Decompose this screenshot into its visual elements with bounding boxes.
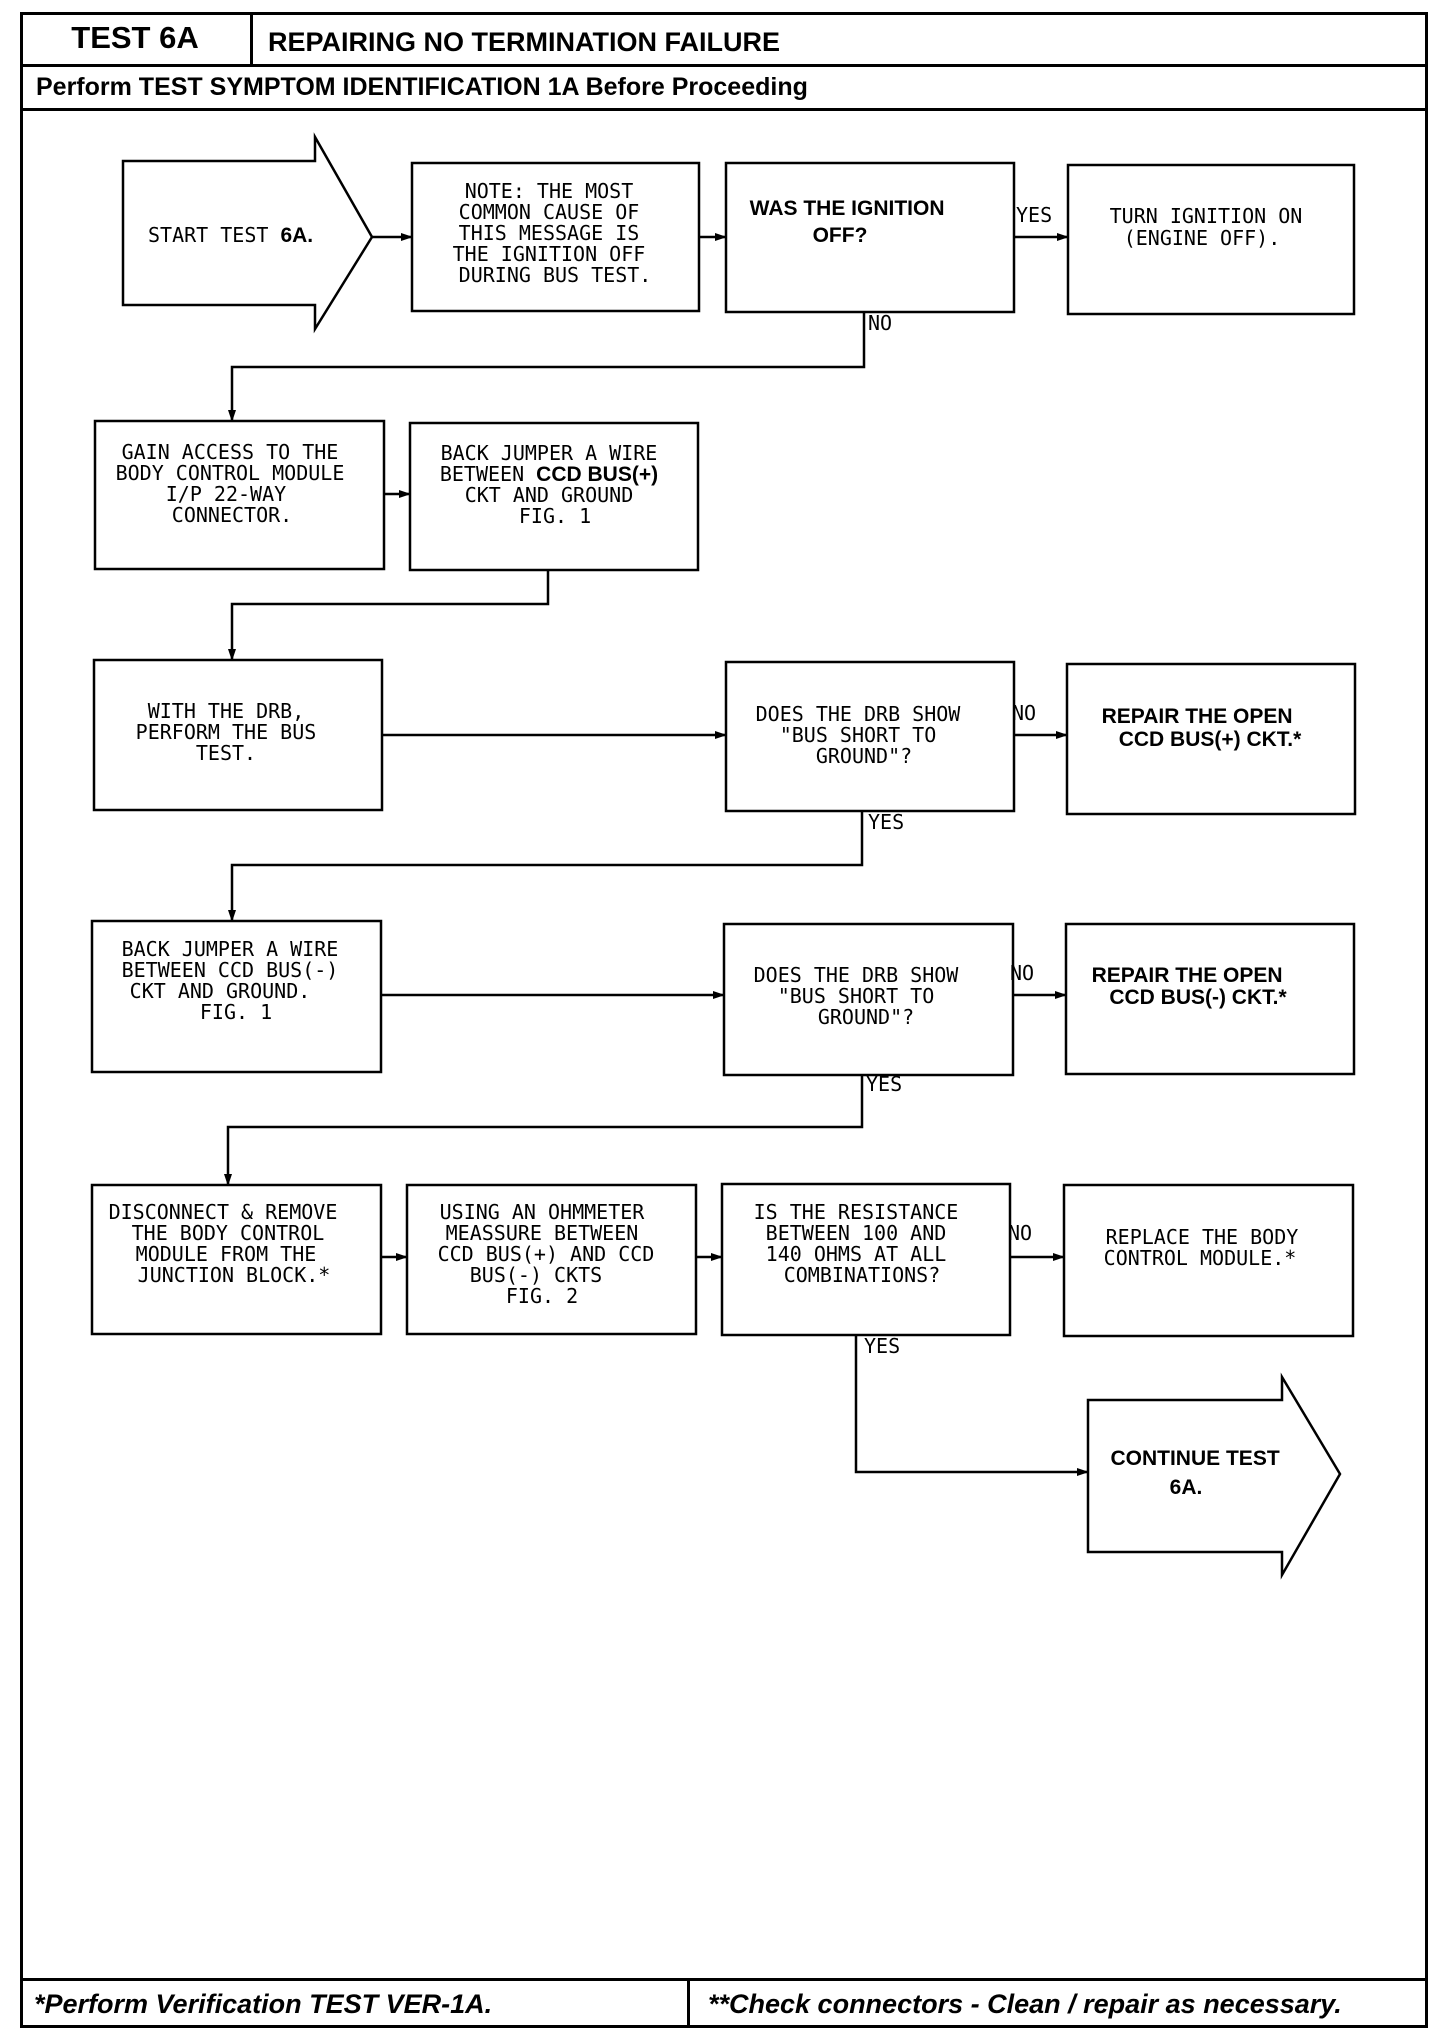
no-label: NO [1010, 961, 1034, 985]
footer-connector-note: **Check connectors - Clean / repair as n… [690, 1978, 1428, 2028]
yes-label: YES [866, 1072, 902, 1096]
yes-label: YES [1016, 203, 1052, 227]
bus-short-question-1: DOES THE DRB SHOW "BUS SHORT TO GROUND"? [724, 660, 1016, 813]
svg-text:WITH THE DRB, PERFORM TH: WITH THE DRB, PERFORM THE BUS TEST. [136, 699, 329, 765]
svg-text:CONTINUE TEST 6A.: CONTINUE TEST 6A. [1110, 1447, 1285, 1499]
svg-text:BACK JUMPER A WIRE BETWE: BACK JUMPER A WIRE BETWEEN CCD BUS(-) CK… [122, 937, 351, 1024]
page-frame [20, 12, 1428, 2028]
bus-short-question-2: DOES THE DRB SHOW "BUS SHORT TO GROUND"? [722, 922, 1015, 1077]
no-label: NO [1008, 1221, 1032, 1245]
no-label: NO [1012, 701, 1036, 725]
note-box: NOTE: THE MOST COMMON CAUSE OF THIS MESS… [410, 161, 701, 313]
start-test-arrow: START TEST 6A. [121, 132, 374, 334]
svg-text:DOES THE DRB SHOW "BUS S: DOES THE DRB SHOW "BUS SHORT TO GROUND"? [756, 702, 973, 768]
svg-text:USING AN OHMMETER MEASSU: USING AN OHMMETER MEASSURE BETWEEN CCD B… [438, 1200, 667, 1308]
turn-ignition-on-box: TURN IGNITION ON (ENGINE OFF). [1066, 163, 1356, 316]
repair-open-minus-box: REPAIR THE OPEN CCD BUS(-) CKT.* [1064, 922, 1356, 1076]
resistance-question: IS THE RESISTANCE BETWEEN 100 AND 140 OH… [720, 1182, 1012, 1337]
svg-text:WAS THE IGNITION OFF?: WAS THE IGNITION OFF? [750, 197, 951, 247]
yes-label: YES [864, 1334, 900, 1358]
disconnect-bcm-box: DISCONNECT & REMOVE THE BODY CONTROL MOD… [90, 1183, 383, 1336]
svg-text:NOTE: THE MOST COMMON CA: NOTE: THE MOST COMMON CAUSE OF THIS MESS… [453, 179, 658, 287]
back-jumper-plus-box: BACK JUMPER A WIRE BETWEEN CCD BUS(+) CK… [408, 421, 700, 572]
svg-text:BACK JUMPER A WIRE BETWE: BACK JUMPER A WIRE BETWEEN CCD BUS(+) CK… [440, 441, 670, 528]
svg-text:REPLACE THE BODY CONTROL: REPLACE THE BODY CONTROL MODULE.* [1104, 1225, 1311, 1270]
yes-label: YES [868, 810, 904, 834]
repair-open-plus-box: REPAIR THE OPEN CCD BUS(+) CKT.* [1065, 662, 1357, 816]
start-text: START TEST 6A. [148, 223, 313, 247]
back-jumper-minus-box: BACK JUMPER A WIRE BETWEEN CCD BUS(-) CK… [90, 919, 383, 1074]
ohmmeter-measure-box: USING AN OHMMETER MEASSURE BETWEEN CCD B… [405, 1183, 698, 1336]
svg-text:REPAIR THE OPEN CCD BUS(: REPAIR THE OPEN CCD BUS(-) CKT.* [1092, 964, 1289, 1009]
ignition-off-question: WAS THE IGNITION OFF? [724, 161, 1016, 314]
gain-access-box: GAIN ACCESS TO THE BODY CONTROL MODULE I… [93, 419, 386, 571]
svg-text:REPAIR THE OPEN CCD BUS(: REPAIR THE OPEN CCD BUS(+) CKT.* [1102, 705, 1303, 751]
svg-text:DOES THE DRB SHOW "BUS S: DOES THE DRB SHOW "BUS SHORT TO GROUND"? [754, 963, 971, 1029]
connectors [224, 233, 1089, 1476]
svg-text:TURN IGNITION ON (ENGINE: TURN IGNITION ON (ENGINE OFF). [1110, 204, 1315, 250]
continue-test-arrow: CONTINUE TEST 6A. [1086, 1372, 1342, 1580]
svg-text:GAIN ACCESS TO THE BODY: GAIN ACCESS TO THE BODY CONTROL MODULE I… [116, 440, 357, 527]
no-label: NO [868, 311, 892, 335]
svg-text:DISCONNECT & REMOVE THE: DISCONNECT & REMOVE THE BODY CONTROL MOD… [109, 1200, 350, 1287]
prerequisite-note: Perform TEST SYMPTOM IDENTIFICATION 1A B… [20, 64, 1428, 111]
svg-text:IS THE RESISTANCE BETWEE: IS THE RESISTANCE BETWEEN 100 AND 140 OH… [754, 1200, 971, 1287]
replace-bcm-box: REPLACE THE BODY CONTROL MODULE.* [1062, 1183, 1355, 1338]
footer-verification-note: *Perform Verification TEST VER-1A. [20, 1978, 690, 2028]
drb-bus-test-box: WITH THE DRB, PERFORM THE BUS TEST. [92, 658, 384, 812]
page-title: REPAIRING NO TERMINATION FAILURE [268, 26, 780, 57]
